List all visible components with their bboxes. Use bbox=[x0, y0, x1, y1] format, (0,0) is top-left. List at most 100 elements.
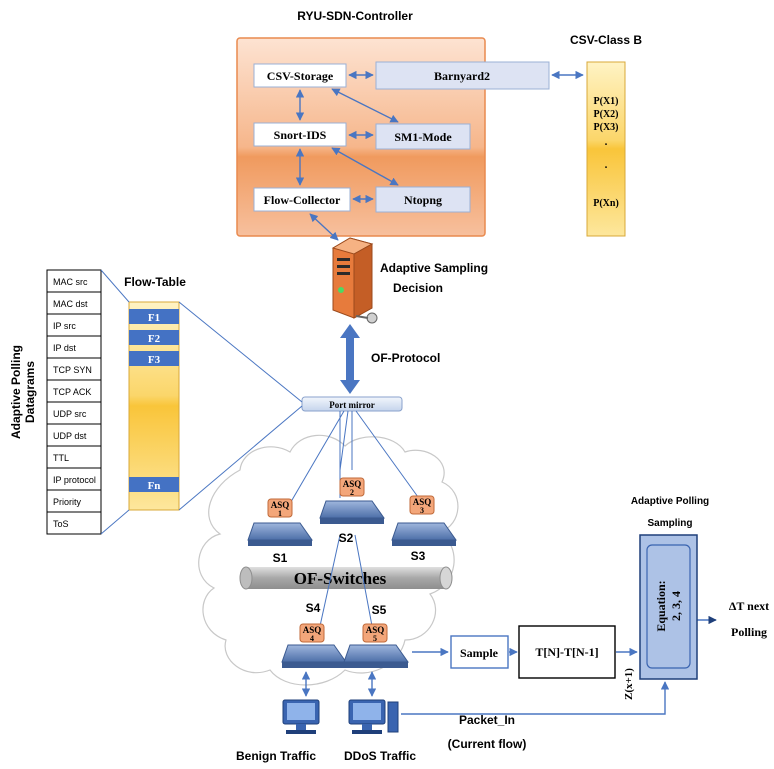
datagram-field: TTL bbox=[53, 453, 69, 463]
packet-in-line1: Packet_In bbox=[459, 713, 515, 727]
csv-class-item: P(Xn) bbox=[593, 198, 619, 209]
vertical-label: Adaptive Polling Datagrams bbox=[9, 345, 37, 439]
asq-number: 3 bbox=[420, 506, 424, 515]
server-icon bbox=[331, 237, 374, 319]
asq-label: ASQ bbox=[366, 625, 385, 635]
asq-number: 4 bbox=[310, 634, 314, 643]
ntopng-label: Ntopng bbox=[404, 193, 442, 207]
asq-number: 1 bbox=[278, 509, 282, 518]
snort-label: Snort-IDS bbox=[274, 128, 327, 142]
port-mirror-label: Port mirror bbox=[329, 400, 375, 410]
asq-label: ASQ bbox=[413, 497, 432, 507]
datagram-field: MAC dst bbox=[53, 299, 88, 309]
of-switches-label: OF-Switches bbox=[294, 569, 387, 588]
ddos-computer-icon bbox=[348, 699, 399, 734]
of-switches-tube bbox=[239, 566, 453, 590]
ntopng-box bbox=[375, 186, 471, 213]
datagram-field: ToS bbox=[53, 519, 69, 529]
switch-s3-label: S3 bbox=[411, 549, 426, 563]
flow-collector-box bbox=[253, 187, 351, 212]
tdiff-box bbox=[518, 625, 616, 679]
ddos-traffic-label: DDoS Traffic bbox=[344, 749, 416, 763]
datagram-field: IP dst bbox=[53, 343, 76, 353]
switch-s4-label: S4 bbox=[306, 601, 321, 615]
tdiff-label: T[N]-T[N-1] bbox=[535, 645, 598, 659]
datagram-field: IP src bbox=[53, 321, 76, 331]
switch-s3: ASQ 3 bbox=[391, 495, 457, 546]
csv-class-title: CSV-Class B bbox=[570, 33, 642, 47]
datagram-field: MAC src bbox=[53, 277, 88, 287]
csv-class-item: P(X3) bbox=[594, 122, 619, 133]
csv-class-bar bbox=[586, 61, 626, 237]
sample-label: Sample bbox=[460, 646, 499, 660]
asq-number: 2 bbox=[350, 488, 354, 497]
csv-class-item: . bbox=[605, 136, 608, 148]
asq-label: ASQ bbox=[343, 479, 362, 489]
datagram-field: UDP dst bbox=[53, 431, 87, 441]
sm1-label: SM1-Mode bbox=[394, 130, 452, 144]
equation-line1: Equation: bbox=[654, 580, 668, 631]
asq-label: ASQ bbox=[303, 625, 322, 635]
flow-entry bbox=[129, 351, 179, 366]
flow-entry-label: F3 bbox=[148, 354, 161, 366]
csv-class-item: P(X1) bbox=[594, 96, 619, 107]
of-protocol-label: OF-Protocol bbox=[371, 351, 440, 365]
polling-sampling-line1: Adaptive Polling bbox=[631, 496, 709, 507]
flow-entry-label: Fn bbox=[148, 480, 161, 492]
delta-line2: Polling bbox=[731, 625, 767, 639]
csv-class-items: P(X1) P(X2) P(X3) . . P(Xn) bbox=[593, 96, 619, 209]
flow-entry-label: F1 bbox=[148, 312, 160, 324]
flow-entry bbox=[129, 330, 179, 345]
polling-sampling-line2: Sampling bbox=[647, 518, 692, 529]
switch-s2-label: S2 bbox=[339, 531, 354, 545]
flow-table-title: Flow-Table bbox=[124, 275, 186, 289]
equation-inner bbox=[646, 544, 691, 669]
asq-number: 5 bbox=[373, 634, 377, 643]
datagram-field: UDP src bbox=[53, 409, 87, 419]
zx-label: Z(x+1) bbox=[623, 668, 635, 700]
datagram-field: TCP ACK bbox=[53, 387, 91, 397]
csv-class-item: . bbox=[605, 159, 608, 171]
mirror-lines bbox=[284, 410, 419, 627]
delta-line1: ΔT next bbox=[729, 599, 769, 613]
controller-title: RYU-SDN-Controller bbox=[297, 9, 413, 23]
sm1-box bbox=[375, 123, 471, 150]
equation-text: Equation: 2, 3, 4 bbox=[654, 580, 683, 631]
csv-class-item: P(X2) bbox=[594, 109, 619, 120]
pipeline-arrows bbox=[401, 615, 717, 715]
controller-arrows bbox=[295, 70, 584, 241]
datagram-field: TCP SYN bbox=[53, 365, 92, 375]
flow-table-entries: F1 F2 F3 Fn bbox=[129, 309, 179, 492]
flow-collector-label: Flow-Collector bbox=[264, 193, 341, 207]
switch-s1: ASQ 1 bbox=[247, 498, 313, 546]
host-arrows bbox=[301, 671, 377, 697]
switch-s2: ASQ 2 bbox=[319, 477, 385, 524]
datagram-field: Priority bbox=[53, 497, 82, 507]
flow-entry-label: F2 bbox=[148, 333, 161, 345]
of-protocol-arrow bbox=[340, 324, 360, 394]
connector-lines bbox=[100, 269, 303, 535]
packet-in-line2: (Current flow) bbox=[448, 737, 527, 751]
barnyard-label: Barnyard2 bbox=[434, 69, 490, 83]
equation-line2: 2, 3, 4 bbox=[669, 591, 683, 621]
switch-s5-label: S5 bbox=[372, 603, 387, 617]
flow-entry bbox=[129, 477, 179, 492]
snort-box bbox=[253, 122, 347, 147]
datagram-field: IP protocol bbox=[53, 475, 96, 485]
benign-computer-icon bbox=[282, 699, 320, 734]
flow-entry bbox=[129, 309, 179, 324]
vertical-label-line2: Datagrams bbox=[23, 361, 37, 423]
vertical-label-line1: Adaptive Polling bbox=[9, 345, 23, 439]
key-icon bbox=[355, 312, 378, 324]
sample-box bbox=[450, 635, 509, 669]
csv-storage-label: CSV-Storage bbox=[267, 69, 334, 83]
csv-storage-box bbox=[253, 63, 347, 88]
adaptive-sampling-line1: Adaptive Sampling bbox=[380, 261, 488, 275]
network-cloud bbox=[198, 434, 459, 686]
asq-label: ASQ bbox=[271, 500, 290, 510]
switch-s1-label: S1 bbox=[273, 551, 288, 565]
benign-traffic-label: Benign Traffic bbox=[236, 749, 316, 763]
switch-s5: ASQ 5 bbox=[343, 623, 409, 668]
